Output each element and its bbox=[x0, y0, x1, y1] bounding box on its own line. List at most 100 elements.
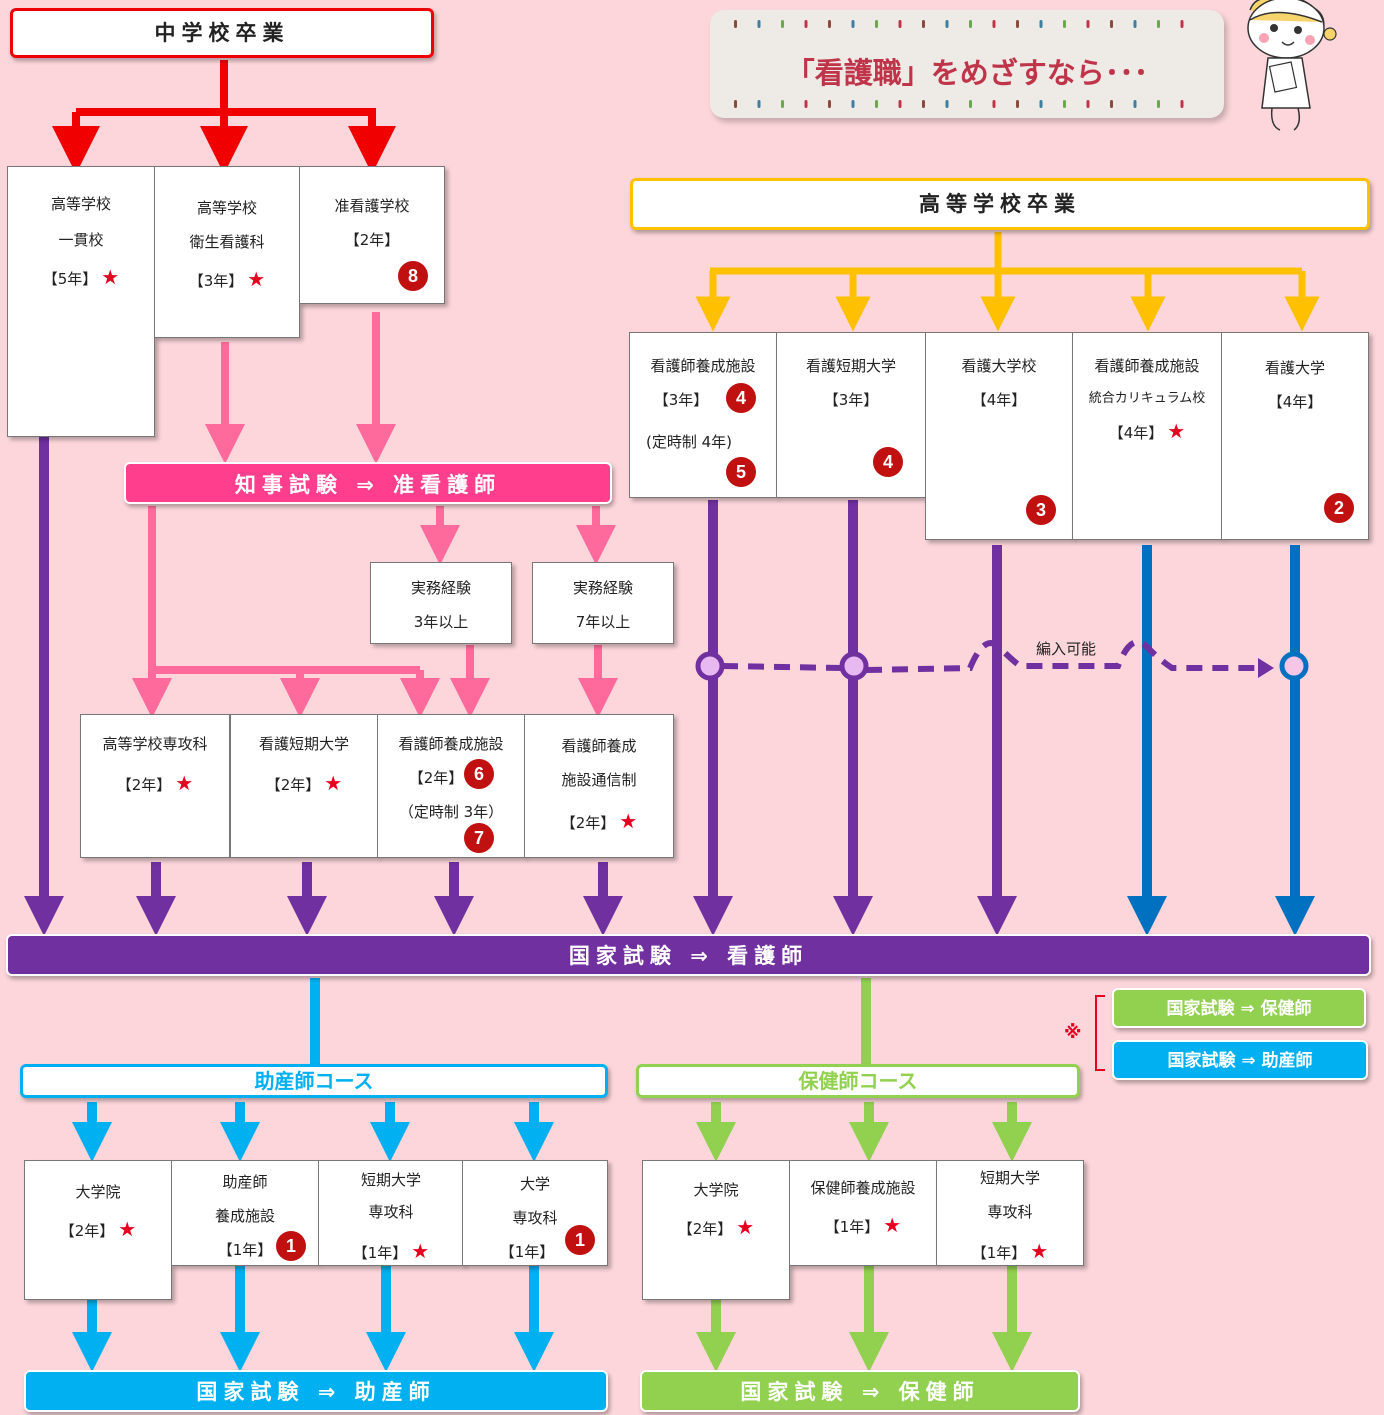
label: 一貫校 bbox=[58, 231, 104, 249]
border-dot bbox=[1180, 20, 1184, 28]
star-icon: ★ bbox=[1030, 1239, 1049, 1263]
border-dot bbox=[757, 20, 761, 28]
border-dot bbox=[1157, 20, 1160, 28]
label: 専攻科 bbox=[512, 1209, 558, 1227]
duration: 【3年】 bbox=[823, 391, 879, 409]
label: 大学院 bbox=[75, 1183, 121, 1201]
border-dot bbox=[945, 100, 949, 108]
border-dot bbox=[851, 100, 855, 108]
note-phn-exam: 国家試験 ⇒ 保健師 bbox=[1112, 988, 1366, 1028]
midwife-training-facility: 助産師 養成施設 【1年】 1 bbox=[171, 1160, 319, 1266]
label: 高等学校 bbox=[196, 199, 257, 217]
label: 実務経験 bbox=[410, 579, 471, 597]
border-dot bbox=[922, 20, 925, 28]
school-box-hygiene-nursing: 高等学校 衛生看護科 【3年】★ bbox=[154, 166, 300, 338]
dotted-border-bottom bbox=[734, 100, 1184, 108]
duration: 【4年】 bbox=[971, 391, 1027, 409]
border-dot bbox=[1180, 100, 1184, 108]
border-dot bbox=[992, 100, 996, 108]
school-box-integrated-curriculum: 看護師養成施設 統合カリキュラム校 【4年】★ bbox=[1072, 332, 1222, 540]
transfer-label: 編入可能 bbox=[1036, 640, 1097, 658]
label: 保健師養成施設 bbox=[810, 1179, 916, 1197]
duration: 【1年】 bbox=[824, 1218, 880, 1236]
national-exam-midwife-bar: 国家試験 ⇒ 助産師 bbox=[24, 1370, 608, 1412]
border-dot bbox=[734, 100, 737, 108]
label: 大学院 bbox=[693, 1181, 739, 1199]
number-badge: 4 bbox=[873, 447, 903, 477]
border-dot bbox=[1086, 100, 1090, 108]
school-box-nurse-training-3y: 看護師養成施設 【3年】 4 (定時制 4年) 5 bbox=[629, 332, 777, 498]
border-dot bbox=[969, 20, 972, 28]
duration: 【2年】 bbox=[344, 231, 400, 249]
number-badge: 4 bbox=[726, 383, 756, 413]
border-dot bbox=[1039, 20, 1043, 28]
midwife-university-advanced: 大学 専攻科 【1年】 1 bbox=[462, 1160, 608, 1266]
label: 看護師養成施設 bbox=[1094, 357, 1200, 375]
duration: 【5年】 bbox=[42, 270, 98, 288]
border-dot bbox=[922, 100, 925, 108]
star-icon: ★ bbox=[175, 771, 194, 795]
duration: 【1年】 bbox=[217, 1241, 273, 1259]
label: 看護師養成施設 bbox=[398, 735, 504, 753]
label: 専攻科 bbox=[987, 1203, 1033, 1221]
border-dot bbox=[1016, 20, 1019, 28]
note-midwife-exam: 国家試験 ⇒ 助産師 bbox=[1112, 1040, 1368, 1080]
label: 准看護学校 bbox=[334, 197, 410, 215]
label: 統合カリキュラム校 bbox=[1088, 391, 1206, 406]
school-box-high-school-advanced: 高等学校専攻科 【2年】★ bbox=[80, 714, 230, 858]
border-dot bbox=[757, 100, 761, 108]
number-badge: 1 bbox=[276, 1231, 306, 1261]
school-box-nurse-training-2y: 看護師養成施設 【2年】 6 （定時制 3年） 7 bbox=[377, 714, 525, 858]
border-dot bbox=[875, 20, 878, 28]
duration: 【2年】 bbox=[116, 776, 172, 794]
star-icon: ★ bbox=[324, 771, 343, 795]
phn-graduate-school: 大学院 【2年】★ bbox=[642, 1160, 790, 1300]
border-dot bbox=[1110, 20, 1113, 28]
border-dot bbox=[969, 100, 972, 108]
star-icon: ★ bbox=[1167, 419, 1186, 443]
headline-banner: 「看護職」をめざすなら･･･ bbox=[710, 10, 1224, 118]
national-exam-phn-bar: 国家試験 ⇒ 保健師 bbox=[640, 1370, 1080, 1412]
duration: 【3年】 bbox=[653, 391, 709, 409]
school-box-nursing-junior-college-2y: 看護短期大学 【2年】★ bbox=[230, 714, 378, 858]
experience-box-3-years: 実務経験 3年以上 bbox=[370, 562, 512, 644]
phn-training-facility: 保健師養成施設 【1年】★ bbox=[789, 1160, 937, 1266]
border-dot bbox=[1086, 20, 1090, 28]
border-dot bbox=[945, 20, 949, 28]
border-dot bbox=[1133, 100, 1137, 108]
border-dot bbox=[828, 100, 831, 108]
border-dot bbox=[1016, 100, 1019, 108]
star-icon: ★ bbox=[736, 1215, 755, 1239]
school-box-assistant-nurse-school: 准看護学校 【2年】 8 bbox=[299, 166, 445, 304]
duration: 【1年】 bbox=[971, 1244, 1027, 1262]
duration: 【1年】 bbox=[499, 1243, 555, 1261]
prefectural-exam-bar: 知事試験 ⇒ 准看護師 bbox=[124, 462, 612, 504]
duration: 【4年】 bbox=[1108, 424, 1164, 442]
border-dot bbox=[1133, 20, 1137, 28]
label: 7年以上 bbox=[575, 613, 631, 631]
label: 看護師養成 bbox=[561, 737, 637, 755]
part-time-note: （定時制 3年） bbox=[398, 803, 504, 821]
border-dot bbox=[1039, 100, 1043, 108]
experience-box-7-years: 実務経験 7年以上 bbox=[532, 562, 674, 644]
junior-high-graduation-bar: 中学校卒業 bbox=[10, 8, 434, 58]
star-icon: ★ bbox=[883, 1213, 902, 1237]
label: 助産師 bbox=[222, 1173, 268, 1191]
star-icon: ★ bbox=[118, 1217, 137, 1241]
border-dot bbox=[898, 20, 902, 28]
label: 大学 bbox=[519, 1175, 550, 1193]
duration: 【2年】 bbox=[560, 814, 616, 832]
number-badge: 1 bbox=[565, 1225, 595, 1255]
label: 高等学校専攻科 bbox=[102, 735, 208, 753]
duration: 【2年】 bbox=[677, 1220, 733, 1238]
number-badge: 3 bbox=[1026, 495, 1056, 525]
midwife-junior-college-advanced: 短期大学 専攻科 【1年】★ bbox=[318, 1160, 464, 1266]
label: 衛生看護科 bbox=[189, 233, 265, 251]
midwife-graduate-school: 大学院 【2年】★ bbox=[24, 1160, 172, 1300]
label: 看護短期大学 bbox=[805, 357, 896, 375]
border-dot bbox=[1157, 100, 1160, 108]
border-dot bbox=[1110, 100, 1113, 108]
label: 短期大学 bbox=[360, 1171, 421, 1189]
phn-junior-college-advanced: 短期大学 専攻科 【1年】★ bbox=[936, 1160, 1084, 1266]
